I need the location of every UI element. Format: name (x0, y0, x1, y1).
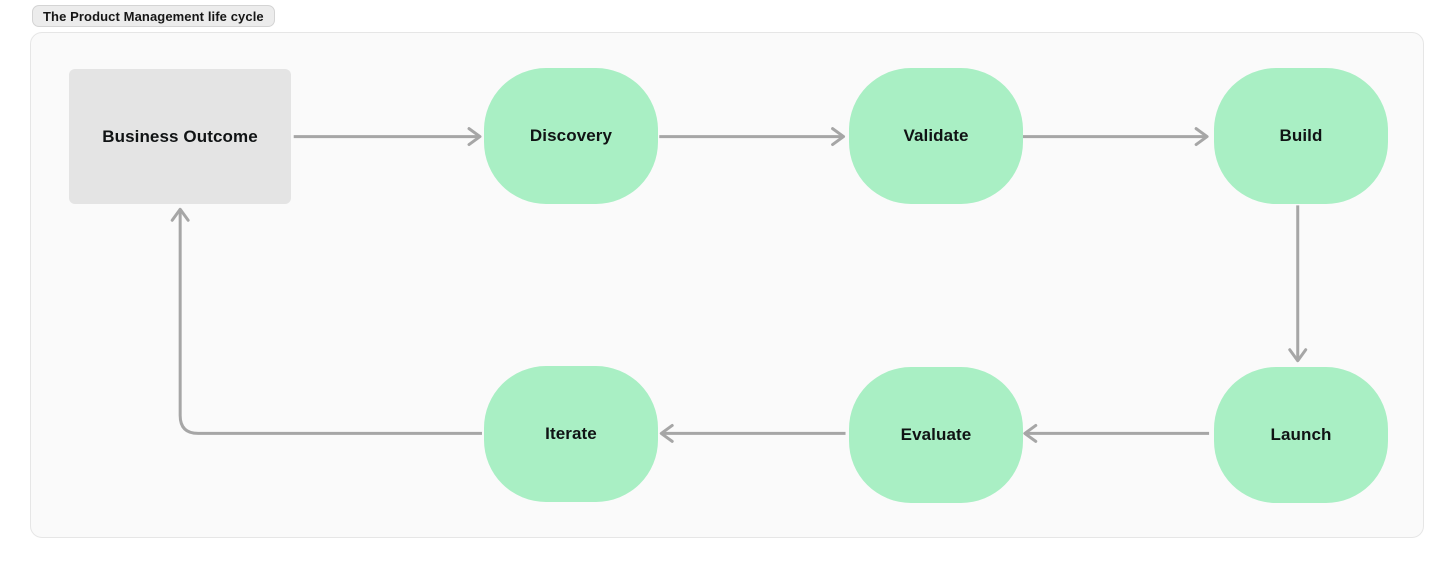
node-discovery[interactable]: Discovery (484, 68, 658, 204)
arrowhead-left-icon (659, 423, 674, 443)
arrowhead-up-icon (170, 207, 190, 222)
edge-validate-to-build (1022, 127, 1209, 147)
node-build[interactable]: Build (1214, 68, 1388, 204)
arrowhead-right-icon (831, 127, 846, 147)
node-label: Business Outcome (102, 126, 258, 146)
node-label: Discovery (529, 126, 613, 145)
arrowhead-right-icon (1194, 127, 1209, 147)
node-label: Launch (1270, 425, 1332, 444)
node-business-outcome[interactable]: Business Outcome (69, 69, 291, 204)
diagram-title: The Product Management life cycle (43, 8, 264, 24)
diagram-title-badge[interactable]: The Product Management life cycle (32, 5, 275, 27)
edges-layer (170, 127, 1308, 443)
arrowhead-down-icon (1288, 348, 1308, 363)
edge-line (178, 211, 482, 435)
node-label: Build (1279, 126, 1323, 145)
edge-business-outcome-to-discovery (293, 127, 482, 147)
node-evaluate[interactable]: Evaluate (849, 367, 1023, 503)
arrowhead-left-icon (1023, 423, 1038, 443)
node-iterate[interactable]: Iterate (484, 366, 658, 502)
edge-launch-to-evaluate (1023, 423, 1210, 443)
node-label: Evaluate (900, 425, 972, 444)
edge-build-to-launch (1288, 205, 1308, 363)
node-launch[interactable]: Launch (1214, 367, 1388, 503)
edge-iterate-to-business-outcome (170, 207, 482, 435)
edge-discovery-to-validate (659, 127, 846, 147)
arrowhead-right-icon (467, 127, 482, 147)
node-label: Validate (903, 126, 969, 145)
edge-evaluate-to-iterate (659, 423, 846, 443)
node-validate[interactable]: Validate (849, 68, 1023, 204)
node-label: Iterate (545, 424, 597, 443)
